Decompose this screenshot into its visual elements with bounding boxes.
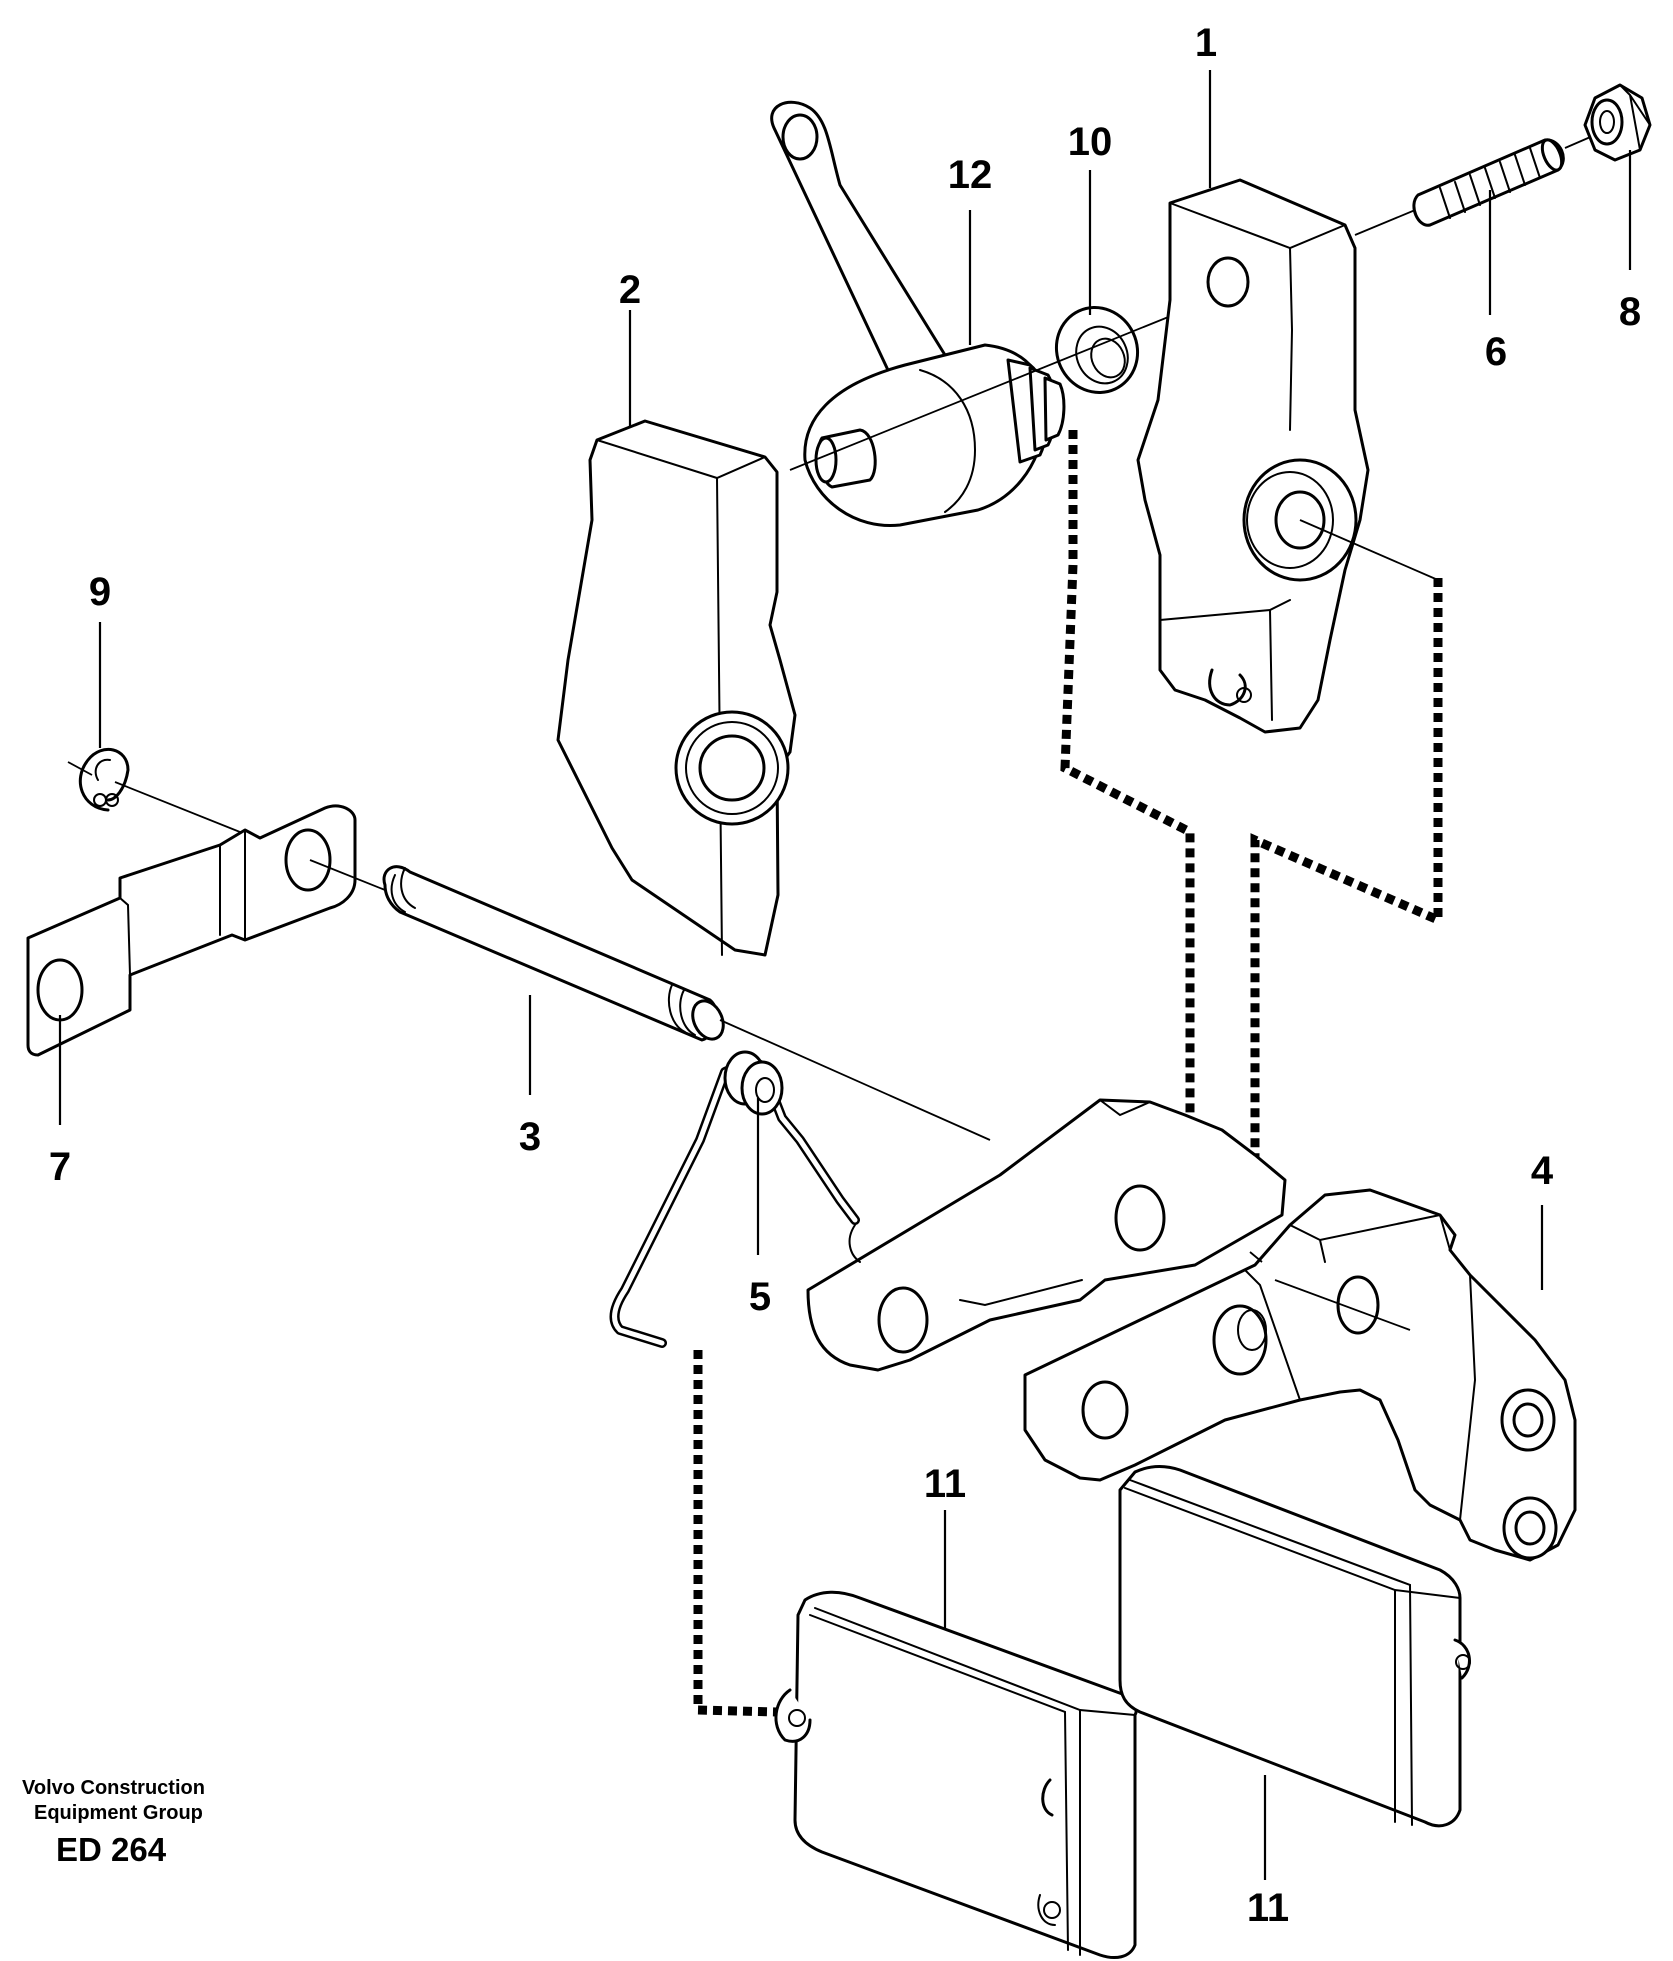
- part-1-bracket: [1136, 178, 1370, 734]
- credit-line-1: Volvo Construction: [22, 1777, 205, 1799]
- callout-12: 12: [948, 153, 993, 197]
- callout-8: 8: [1619, 290, 1641, 334]
- part-5-spring: [609, 1050, 860, 1348]
- credit-line-2: Equipment Group: [34, 1802, 203, 1824]
- part-4-link-upper: [806, 1098, 1287, 1372]
- callout-11a: 11: [924, 1462, 966, 1506]
- callout-3: 3: [519, 1115, 541, 1159]
- part-6-stud: [1354, 134, 1596, 236]
- callout-2: 2: [619, 268, 641, 312]
- part-3-pin: [382, 865, 725, 1042]
- part-4-bracket: [1023, 1188, 1577, 1562]
- callout-labels: 1 2 3 4 5 6 7 8 9 10 11 11 12: [49, 21, 1641, 1930]
- callout-7: 7: [49, 1145, 71, 1189]
- part-10-seal: [1054, 306, 1140, 394]
- callout-11b: 11: [1247, 1886, 1289, 1930]
- part-8-nut: [1583, 83, 1652, 162]
- callout-9: 9: [89, 570, 111, 614]
- part-11-module-right: [1118, 1465, 1471, 1828]
- drawing-code: ED 264: [56, 1831, 167, 1868]
- part-9-circlip: [67, 748, 130, 812]
- callout-6: 6: [1485, 330, 1507, 374]
- part-2-bracket: [556, 419, 797, 957]
- callout-1: 1: [1195, 21, 1217, 65]
- part-7-strap: [26, 804, 357, 1057]
- callout-4: 4: [1531, 1149, 1554, 1193]
- dashed-wiring-lines: [693, 430, 1443, 1717]
- part-12-lever-sensor: [770, 100, 1066, 528]
- callout-5: 5: [749, 1275, 771, 1319]
- part-11-module-left: [774, 1590, 1138, 1959]
- callout-10: 10: [1068, 120, 1113, 164]
- leader-lines: [58, 70, 1632, 1880]
